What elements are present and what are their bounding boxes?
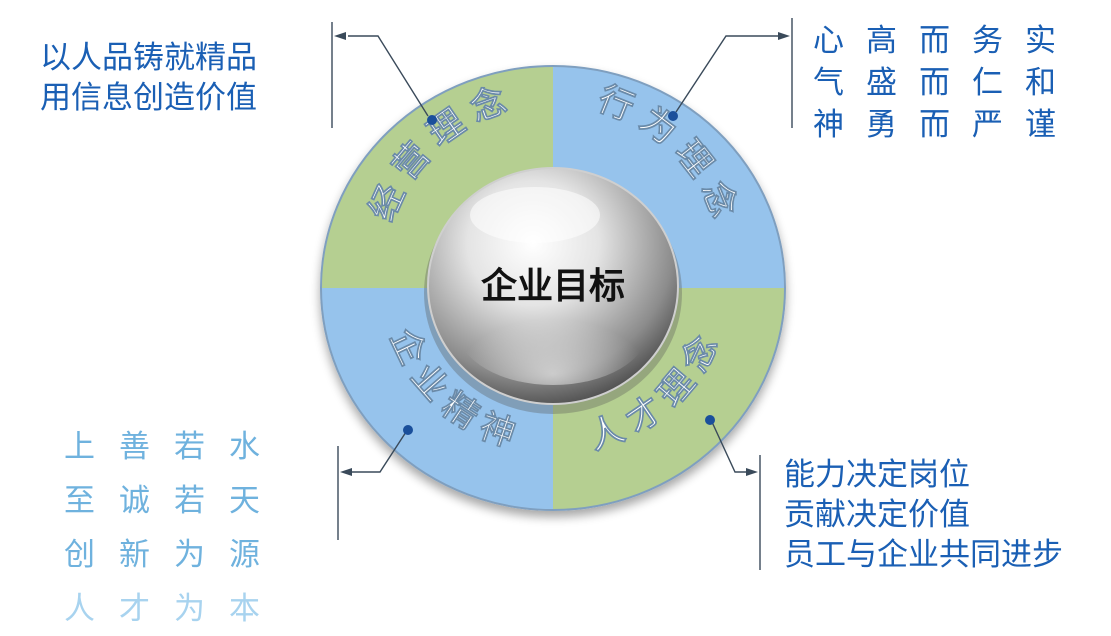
enterprise-concept-diagram: 经营理念 行为理念 人才理念 企业精神 企业目标 <box>320 18 793 570</box>
annotation-top-right: 心高而务实 气盛而仁和 神勇而严谨 <box>813 20 1078 146</box>
annotation-line: 神勇而严谨 <box>813 107 1078 143</box>
annotation-line: 气盛而仁和 <box>813 65 1078 101</box>
annotation-line: 贡献决定价值 <box>784 497 970 533</box>
leader-dots <box>403 111 715 435</box>
annotation-line: 以人品铸就精品 <box>40 40 257 76</box>
center-label: 企业目标 <box>481 265 625 307</box>
leader-arrows <box>334 32 790 476</box>
annotation-line: 人才为本 <box>64 591 284 627</box>
annotation-line: 创新为源 <box>64 537 284 573</box>
annotation-line: 至诚若天 <box>64 483 284 519</box>
center-sphere <box>424 167 682 414</box>
annotation-line: 上善若水 <box>64 429 284 465</box>
annotation-bottom-left: 上善若水 至诚若天 创新为源 人才为本 <box>64 420 284 636</box>
annotation-line: 能力决定岗位 <box>784 457 970 493</box>
annotation-top-left: 以人品铸就精品 用信息创造价值 <box>40 38 257 118</box>
annotation-bottom-right: 能力决定岗位 贡献决定价值 员工与企业共同进步 <box>784 455 1063 575</box>
leader-lines <box>331 18 793 570</box>
annotation-line: 心高而务实 <box>813 23 1078 59</box>
annotation-line: 用信息创造价值 <box>40 80 257 116</box>
annotation-line: 员工与企业共同进步 <box>784 537 1063 573</box>
